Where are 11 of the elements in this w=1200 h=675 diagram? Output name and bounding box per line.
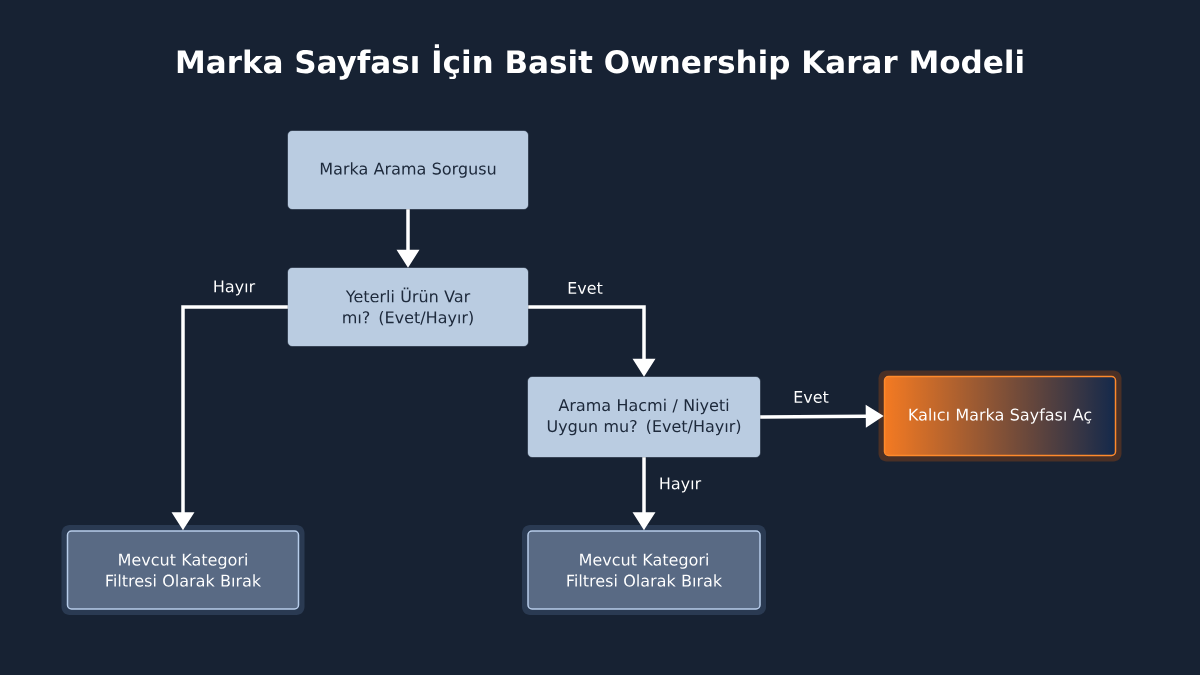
edge-label: Evet [794, 391, 829, 403]
edge-label: Hayır [214, 280, 256, 296]
highlight-box: Kalıcı Marka Sayfası Aç [883, 375, 1117, 457]
process-box: Arama Hacmi / Niyeti Uygun mu? (Evet/Hayır) [527, 376, 761, 458]
result-box: Mevcut Kategori Filtresi Olarak Bırak [66, 530, 300, 610]
process-box: Yeterli Ürün Var mı? (Evet/Hayır) [287, 267, 529, 347]
title: Marka Sayfası İçin Basit Ownership Karar Modeli [177, 44, 1023, 80]
result-box: Mevcut Kategori Filtresi Olarak Bırak [527, 530, 761, 610]
process-box: Marka Arama Sorgusu [287, 130, 529, 210]
edge-label: Evet [568, 282, 603, 294]
edge-label: Hayır [660, 477, 702, 493]
